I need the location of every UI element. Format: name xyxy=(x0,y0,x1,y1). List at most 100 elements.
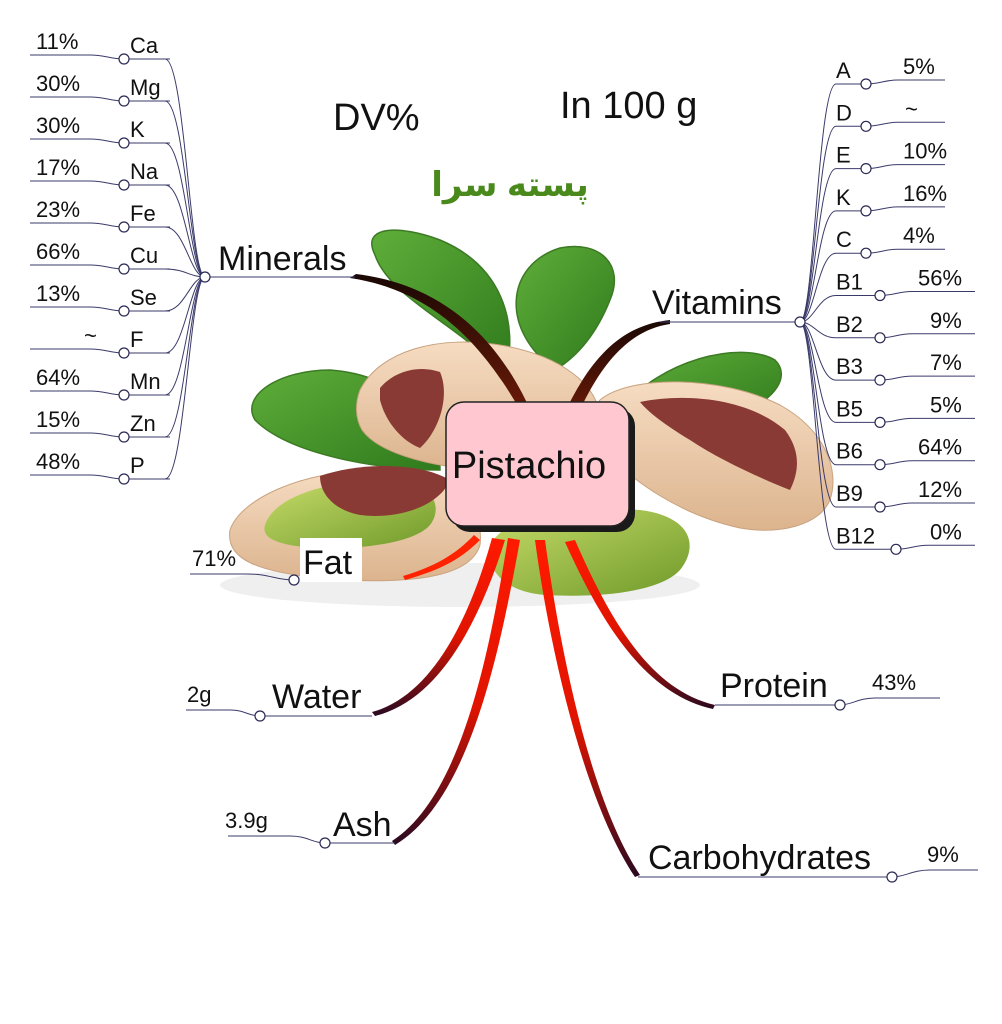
vitamin-item-b2[interactable]: B2 9% xyxy=(799,308,975,344)
mineral-item-k[interactable]: K30% xyxy=(30,113,206,278)
branch-carbohydrates: Carbohydrates 9% xyxy=(638,839,978,883)
mineral-name: F xyxy=(130,327,143,352)
mineral-dot[interactable] xyxy=(118,221,130,233)
mineral-value: ~ xyxy=(84,323,97,348)
mineral-dot[interactable] xyxy=(118,95,130,107)
vitamin-item-d[interactable]: D~ xyxy=(799,96,945,323)
fat-node-dot[interactable] xyxy=(288,574,300,586)
vitamin-value: 12% xyxy=(918,477,962,502)
water-value: 2g xyxy=(187,682,211,707)
mineral-dot[interactable] xyxy=(118,431,130,443)
branch-ash: Ash 3.9g xyxy=(225,806,395,849)
mineral-dot[interactable] xyxy=(118,179,130,191)
carbohydrates-node-dot[interactable] xyxy=(886,871,898,883)
vitamin-name: C xyxy=(836,227,852,252)
vitamin-name: B12 xyxy=(836,523,875,548)
vitamin-value: 9% xyxy=(930,308,962,333)
vitamins-node-dot[interactable] xyxy=(794,316,806,328)
mineral-dot[interactable] xyxy=(118,389,130,401)
minerals-node-dot[interactable] xyxy=(199,271,211,283)
vitamin-value: 5% xyxy=(903,54,935,79)
water-label[interactable]: Water xyxy=(272,678,361,716)
fat-value: 71% xyxy=(192,546,236,571)
vitamin-name: B9 xyxy=(836,481,863,506)
vitamin-value: 7% xyxy=(930,350,962,375)
vitamin-dot[interactable] xyxy=(874,416,886,428)
mineral-item-mg[interactable]: Mg 30% xyxy=(30,71,206,278)
vitamin-dot[interactable] xyxy=(874,374,886,386)
protein-label[interactable]: Protein xyxy=(720,667,828,705)
vitamin-dot[interactable] xyxy=(860,120,872,132)
vitamin-dot[interactable] xyxy=(860,163,872,175)
mineral-dot[interactable] xyxy=(118,305,130,317)
mineral-item-f[interactable]: F~ xyxy=(30,276,206,359)
vitamin-dot[interactable] xyxy=(860,205,872,217)
mineral-value: 15% xyxy=(36,407,80,432)
ash-label[interactable]: Ash xyxy=(333,806,392,844)
mineral-value: 66% xyxy=(36,239,80,264)
water-node-dot[interactable] xyxy=(254,710,266,722)
vitamin-dot[interactable] xyxy=(874,332,886,344)
protein-node-dot[interactable] xyxy=(834,699,846,711)
minerals-label[interactable]: Minerals xyxy=(218,240,346,278)
mineral-value: 30% xyxy=(36,71,80,96)
mineral-name: Zn xyxy=(130,411,156,436)
branch-protein: Protein 43% xyxy=(715,667,940,711)
mineral-dot[interactable] xyxy=(118,347,130,359)
vitamin-name: A xyxy=(836,58,851,83)
vitamin-value: 10% xyxy=(903,139,947,164)
vitamin-item-a[interactable]: A 5% xyxy=(799,54,945,323)
ash-node-dot[interactable] xyxy=(319,837,331,849)
vitamin-name: B2 xyxy=(836,312,863,337)
mineral-dot[interactable] xyxy=(118,53,130,65)
vitamin-name: K xyxy=(836,185,851,210)
mineral-value: 48% xyxy=(36,449,80,474)
mineral-item-p[interactable]: P48% xyxy=(30,276,206,485)
mineral-item-zn[interactable]: Zn 15% xyxy=(30,276,206,443)
vitamin-value: 4% xyxy=(903,223,935,248)
mineral-dot[interactable] xyxy=(118,473,130,485)
vitamin-dot[interactable] xyxy=(874,501,886,513)
mineral-item-cu[interactable]: Cu 66% xyxy=(30,239,206,278)
mineral-name: K xyxy=(130,117,145,142)
mineral-name: Cu xyxy=(130,243,158,268)
dv-percent-label: DV% xyxy=(333,97,420,139)
mineral-name: Fe xyxy=(130,201,156,226)
mineral-name: Mg xyxy=(130,75,161,100)
vitamin-item-e[interactable]: E 10% xyxy=(799,139,947,323)
vitamin-dot[interactable] xyxy=(890,543,902,555)
mineral-dot[interactable] xyxy=(118,263,130,275)
carbohydrates-value: 9% xyxy=(927,842,959,867)
vitamin-value: 64% xyxy=(918,435,962,460)
vitamins-label[interactable]: Vitamins xyxy=(652,284,782,322)
center-node[interactable]: Pistachio xyxy=(445,401,635,532)
vitamin-value: 56% xyxy=(918,266,962,291)
vitamin-value: 5% xyxy=(930,392,962,417)
vitamin-item-b9[interactable]: B9 12% xyxy=(799,321,975,513)
vitamin-dot[interactable] xyxy=(874,289,886,302)
minerals-group: Ca11%Mg30%K30%Na17%Fe23%Cu66%Se13%F~Mn64… xyxy=(30,29,355,485)
fat-label[interactable]: Fat xyxy=(303,544,353,582)
carbohydrates-label[interactable]: Carbohydrates xyxy=(648,839,871,877)
vitamin-dot[interactable] xyxy=(860,78,872,90)
vitamin-dot[interactable] xyxy=(860,247,872,259)
mineral-name: Na xyxy=(130,159,159,184)
mineral-dot[interactable] xyxy=(118,137,130,149)
vitamin-dot[interactable] xyxy=(874,459,886,471)
vitamin-name: E xyxy=(836,143,851,168)
vitamin-item-c[interactable]: C 4% xyxy=(799,223,945,323)
branch-fat: Fat 71% xyxy=(190,538,362,586)
protein-value: 43% xyxy=(872,670,916,695)
